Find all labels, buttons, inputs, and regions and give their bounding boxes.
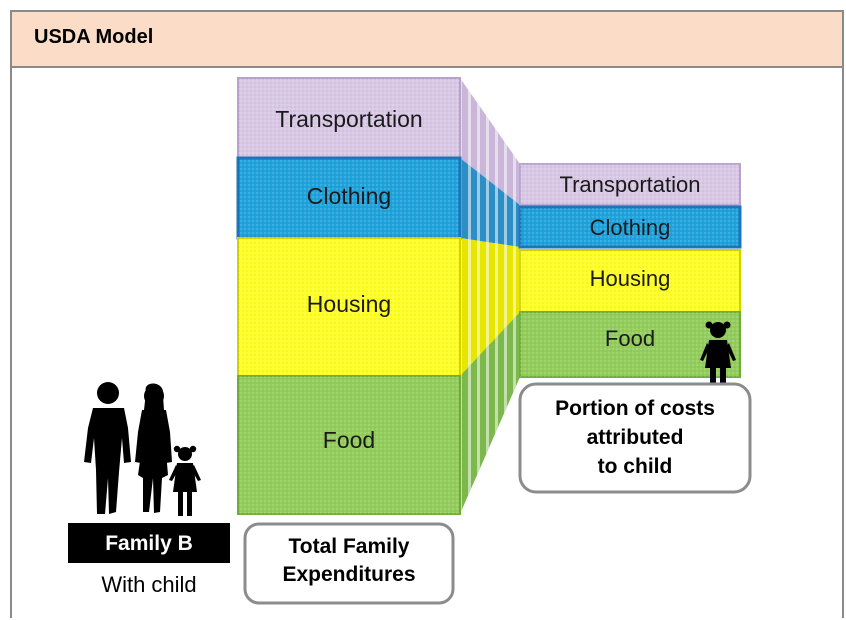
total-expenditures-stack: Transportation Clothing Housing Food [236, 77, 462, 515]
diagram-frame: USDA Model [10, 10, 844, 618]
child-label-housing: Housing [590, 266, 671, 291]
total-label-transportation: Transportation [275, 106, 422, 132]
child-caption-line3: to child [598, 455, 673, 478]
child-silhouette-icon [700, 321, 736, 389]
total-caption-box: Total Family Expenditures [243, 522, 455, 605]
child-caption-box: Portion of costs attributed to child [518, 382, 752, 494]
header-bar: USDA Model [12, 12, 842, 68]
total-label-clothing: Clothing [307, 183, 391, 209]
child-label-transportation: Transportation [559, 172, 700, 197]
connector-bands [460, 78, 520, 514]
total-label-food: Food [323, 427, 375, 453]
child-label-clothing: Clothing [590, 215, 671, 240]
family-silhouette-icon [84, 382, 201, 516]
child-portion-stack: Transportation Clothing Housing Food [518, 163, 742, 378]
child-caption-line1: Portion of costs [555, 397, 715, 420]
child-caption-line2: attributed [587, 426, 684, 449]
family-label: Family B With child [68, 523, 230, 597]
family-subtitle: With child [101, 572, 196, 597]
total-caption-line1: Total Family [289, 535, 410, 558]
family-name-badge [68, 523, 230, 563]
child-label-food: Food [605, 326, 655, 351]
total-caption-line2: Expenditures [282, 563, 415, 586]
diagram-title: USDA Model [34, 26, 154, 48]
total-label-housing: Housing [307, 291, 391, 317]
family-name: Family B [105, 532, 193, 555]
